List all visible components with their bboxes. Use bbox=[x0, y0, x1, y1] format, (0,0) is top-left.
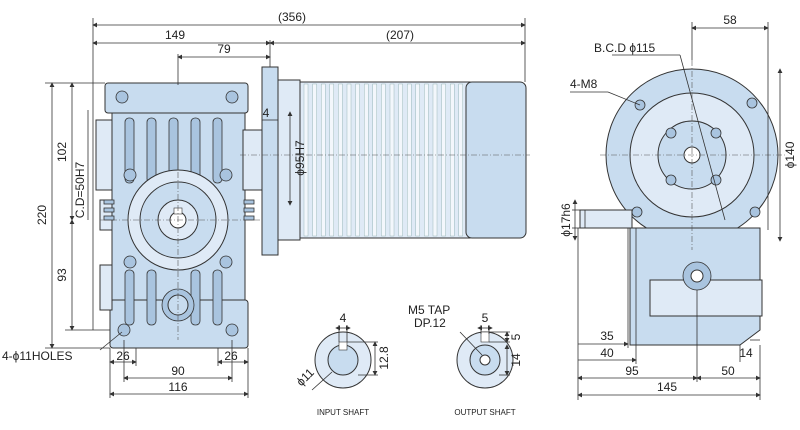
motor-fin bbox=[458, 83, 463, 237]
dim-height-total: 220 bbox=[35, 205, 49, 225]
motor-fins bbox=[303, 83, 463, 237]
dim-m8: 4-M8 bbox=[570, 77, 598, 91]
dim-side-58: 58 bbox=[723, 13, 737, 27]
gearbox-side-view bbox=[579, 60, 785, 346]
dim-center-distance: C.D=50H7 bbox=[73, 162, 87, 219]
motor-fin bbox=[355, 83, 360, 237]
dim-base-116: 116 bbox=[168, 380, 187, 394]
dim-14: 14 bbox=[739, 346, 753, 360]
motor-fin bbox=[441, 83, 446, 237]
output-k5-label: 5 bbox=[509, 333, 523, 340]
motor-fin bbox=[312, 83, 317, 237]
motor-front-view bbox=[240, 66, 530, 256]
motor-fin bbox=[389, 83, 395, 237]
dim-gear-length: 149 bbox=[165, 28, 185, 42]
dim-dia-140: ϕ140 bbox=[783, 141, 797, 168]
dim-base-90: 90 bbox=[171, 364, 185, 378]
dim-motor-length: (207) bbox=[386, 28, 414, 42]
motor-fin bbox=[329, 83, 334, 237]
dim-shaft-17: ϕ17h6 bbox=[559, 203, 573, 237]
input-shaft-caption: INPUT SHAFT bbox=[317, 408, 369, 417]
dim-holes: 4-ϕ11HOLES bbox=[2, 349, 73, 363]
output-tap-label: M5 TAP bbox=[408, 303, 450, 317]
input-dia-label: ϕ11 bbox=[293, 365, 317, 389]
dim-40: 40 bbox=[600, 346, 614, 360]
flange-bolts bbox=[115, 90, 239, 337]
dim-overall: (356) bbox=[278, 10, 306, 24]
output-h14-label: 14 bbox=[509, 353, 523, 367]
input-depth-label: 12.8 bbox=[377, 346, 391, 370]
dim-base-26-right: 26 bbox=[224, 349, 238, 363]
motor-fin bbox=[372, 83, 377, 237]
dim-small-4: 4 bbox=[263, 106, 270, 120]
input-shaft-detail bbox=[311, 325, 378, 391]
motor-fin bbox=[407, 83, 412, 237]
motor-fin bbox=[338, 83, 343, 237]
dimension-labels: (356) 149 (207) 79 4 102 220 93 C.D=50H7… bbox=[2, 10, 797, 417]
dimension-lines bbox=[45, 18, 783, 400]
dim-height-top: 102 bbox=[55, 142, 69, 162]
output-shaft-detail bbox=[456, 325, 514, 389]
motor-fin bbox=[381, 83, 386, 237]
dim-base-26-left: 26 bbox=[116, 349, 130, 363]
motor-fin bbox=[398, 83, 403, 237]
motor-fin bbox=[364, 83, 369, 237]
output-key-label: 5 bbox=[482, 311, 489, 325]
dim-35: 35 bbox=[600, 329, 614, 343]
dim-50: 50 bbox=[721, 364, 735, 378]
dim-95: 95 bbox=[625, 364, 639, 378]
output-shaft-caption: OUTPUT SHAFT bbox=[454, 408, 515, 417]
dim-bcd: B.C.D ϕ115 bbox=[594, 41, 656, 55]
input-key-label: 4 bbox=[340, 311, 347, 325]
motor-fin bbox=[450, 83, 455, 237]
housing-ribs bbox=[124, 117, 223, 326]
dim-motor-diameter: ϕ95H7 bbox=[293, 140, 307, 176]
output-dp-label: DP.12 bbox=[414, 316, 446, 330]
motor-fin bbox=[303, 83, 309, 237]
motor-fin bbox=[321, 83, 326, 237]
motor-fin bbox=[346, 83, 352, 237]
motor-fin bbox=[424, 83, 429, 237]
motor-fin bbox=[432, 83, 438, 237]
dim-flange: 79 bbox=[217, 42, 231, 56]
dim-145: 145 bbox=[657, 380, 677, 394]
gearbox-front-view bbox=[95, 82, 265, 349]
motor-fin bbox=[415, 83, 420, 237]
dim-height-bottom: 93 bbox=[55, 268, 69, 282]
